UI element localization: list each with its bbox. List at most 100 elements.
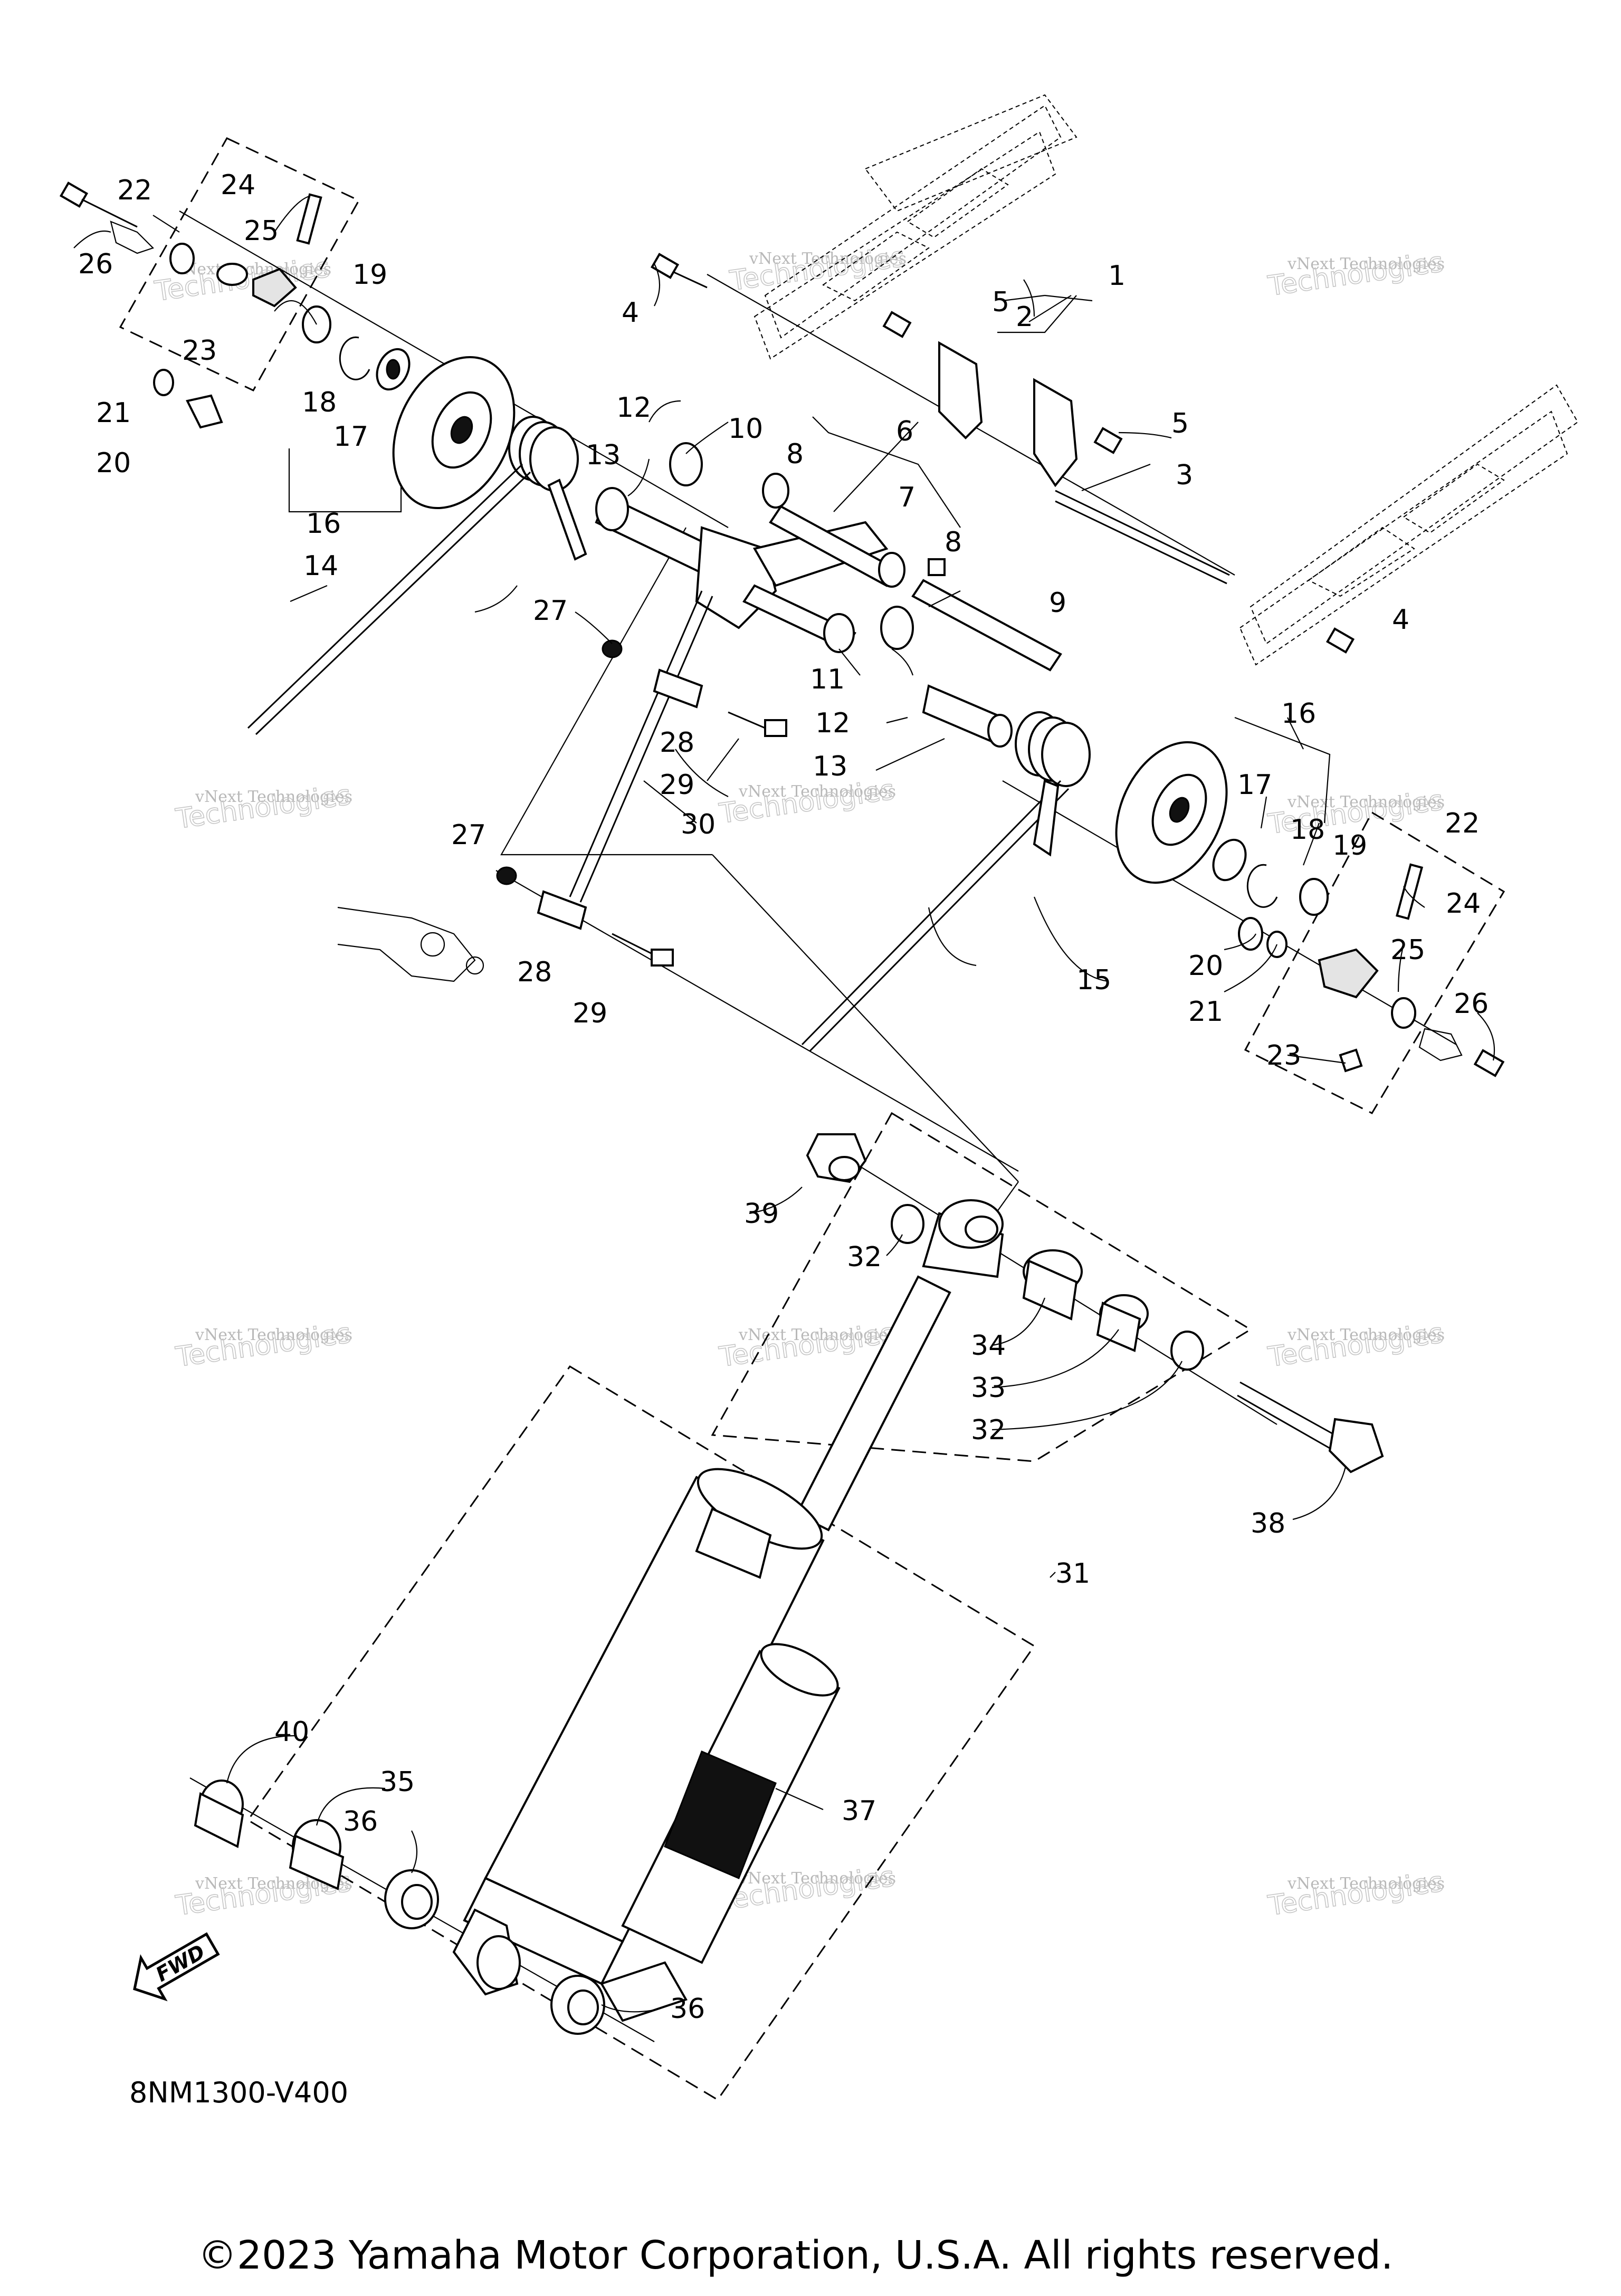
copyright-text: ©2023 Yamaha Motor Corporation, U.S.A. A… bbox=[198, 2233, 1393, 2278]
callout-20: 20 bbox=[96, 447, 131, 479]
callout-34: 34 bbox=[971, 1330, 1006, 1362]
shock-top-eye bbox=[922, 1199, 1004, 1278]
callout-17: 17 bbox=[333, 421, 368, 453]
callout-6: 6 bbox=[896, 416, 913, 447]
callout-leaders bbox=[73, 195, 1495, 2013]
torsion-spring-left bbox=[247, 416, 587, 735]
watermark: vNext Technologies Technologies bbox=[717, 773, 897, 830]
parts bbox=[59, 181, 1505, 2035]
callout-11: 11 bbox=[810, 664, 845, 695]
bolt-4-lower bbox=[1326, 627, 1355, 654]
idler-wheel-right bbox=[1115, 741, 1228, 884]
torsion-spring-right bbox=[801, 711, 1091, 1052]
bolt-38 bbox=[1237, 1381, 1384, 1474]
callout-33: 33 bbox=[971, 1372, 1006, 1404]
part-code: 8NM1300-V400 bbox=[129, 2076, 348, 2109]
group-box-31-upper bbox=[711, 1112, 1252, 1462]
fwd-label: FWD bbox=[152, 1940, 209, 1986]
callout-20: 20 bbox=[1188, 950, 1223, 982]
callout-35: 35 bbox=[380, 1766, 415, 1798]
callout-26: 26 bbox=[78, 248, 113, 280]
svg-text:vNext Technologies: vNext Technologies bbox=[174, 260, 331, 279]
callout-28: 28 bbox=[660, 727, 694, 759]
nut-39 bbox=[806, 1133, 867, 1183]
callout-13: 13 bbox=[586, 439, 621, 471]
watermark: vNext Technologies Technologies bbox=[1265, 246, 1446, 303]
callout-4: 4 bbox=[1392, 604, 1409, 636]
callout-22: 22 bbox=[1445, 808, 1480, 839]
callout-15: 15 bbox=[1076, 964, 1111, 996]
callout-27: 27 bbox=[451, 819, 486, 851]
callout-16: 16 bbox=[1281, 698, 1316, 730]
bolt-4-upper bbox=[650, 253, 708, 289]
callout-22: 22 bbox=[117, 175, 152, 206]
callout-30: 30 bbox=[681, 809, 716, 840]
svg-text:vNext Technologies: vNext Technologies bbox=[1287, 1326, 1445, 1344]
assembly-group-boxes bbox=[119, 137, 1505, 2101]
center-arm bbox=[595, 442, 946, 653]
callout-16: 16 bbox=[306, 508, 341, 540]
svg-text:vNext Technologies: vNext Technologies bbox=[195, 1326, 352, 1344]
rail-frame-upper bbox=[754, 94, 1078, 360]
callout-4: 4 bbox=[622, 297, 639, 329]
svg-text:vNext Technologies: vNext Technologies bbox=[738, 782, 896, 801]
callout-5: 5 bbox=[1171, 408, 1189, 439]
callout-23: 23 bbox=[182, 335, 217, 367]
callout-5: 5 bbox=[992, 286, 1009, 318]
callouts: 1 2 3 4 4 5 5 6 7 8 8 9 10 11 12 12 13 1… bbox=[78, 169, 1489, 2025]
watermark: vNext Technologies Technologies bbox=[173, 1317, 354, 1374]
callout-8: 8 bbox=[786, 438, 804, 470]
callout-25: 25 bbox=[244, 215, 279, 247]
rail-frame-lower bbox=[1239, 384, 1579, 666]
svg-text:vNext Technologies: vNext Technologies bbox=[1287, 793, 1445, 811]
callout-18: 18 bbox=[1290, 814, 1325, 846]
callout-3: 3 bbox=[1176, 460, 1193, 491]
callout-24: 24 bbox=[221, 169, 255, 201]
callout-18: 18 bbox=[302, 387, 337, 418]
watermark: vNext Technologies Technologies bbox=[173, 779, 354, 836]
callout-19: 19 bbox=[1332, 830, 1367, 862]
callout-25: 25 bbox=[1390, 934, 1425, 966]
callout-21: 21 bbox=[96, 397, 131, 429]
svg-text:vNext Technologies: vNext Technologies bbox=[1287, 255, 1445, 273]
callout-29: 29 bbox=[660, 769, 694, 801]
callout-21: 21 bbox=[1188, 996, 1223, 1028]
idler-wheel-left bbox=[392, 356, 516, 510]
callout-28: 28 bbox=[517, 956, 552, 988]
group-box-22-right bbox=[1244, 811, 1505, 1114]
callout-24: 24 bbox=[1446, 888, 1481, 920]
callout-17: 17 bbox=[1237, 769, 1272, 801]
callout-19: 19 bbox=[352, 259, 387, 291]
watermark: vNext Technologies Technologies bbox=[1265, 1866, 1446, 1922]
shock-absorber bbox=[452, 1275, 951, 2022]
callout-7: 7 bbox=[898, 482, 916, 513]
bolt-5-right bbox=[1093, 427, 1123, 454]
callout-29: 29 bbox=[573, 998, 607, 1029]
callout-32: 32 bbox=[971, 1414, 1006, 1446]
callout-39: 39 bbox=[744, 1198, 779, 1230]
callout-27: 27 bbox=[533, 595, 568, 627]
callout-13: 13 bbox=[813, 751, 847, 782]
svg-text:vNext Technologies: vNext Technologies bbox=[738, 1869, 896, 1888]
callout-36: 36 bbox=[670, 1993, 705, 2025]
callout-31: 31 bbox=[1055, 1558, 1090, 1590]
callout-1: 1 bbox=[1108, 260, 1126, 292]
callout-8: 8 bbox=[945, 527, 962, 558]
svg-text:vNext Technologies: vNext Technologies bbox=[1287, 1874, 1445, 1893]
callout-14: 14 bbox=[303, 550, 338, 582]
callout-12: 12 bbox=[616, 392, 651, 424]
callout-23: 23 bbox=[1266, 1040, 1301, 1072]
bolt-5-left bbox=[882, 311, 912, 338]
watermark: vNext Technologies Technologies bbox=[717, 1317, 897, 1374]
callout-26: 26 bbox=[1454, 988, 1489, 1020]
group-box-31-lower bbox=[246, 1365, 1036, 2101]
callout-32: 32 bbox=[847, 1241, 882, 1273]
callout-10: 10 bbox=[728, 413, 763, 445]
callout-12: 12 bbox=[815, 707, 850, 739]
watermark: vNext Technologies Technologies bbox=[727, 241, 908, 298]
callout-38: 38 bbox=[1251, 1508, 1285, 1539]
group-box-22-left bbox=[119, 137, 360, 391]
callout-2: 2 bbox=[1016, 301, 1033, 333]
fwd-arrow-icon: FWD bbox=[133, 1932, 220, 2002]
